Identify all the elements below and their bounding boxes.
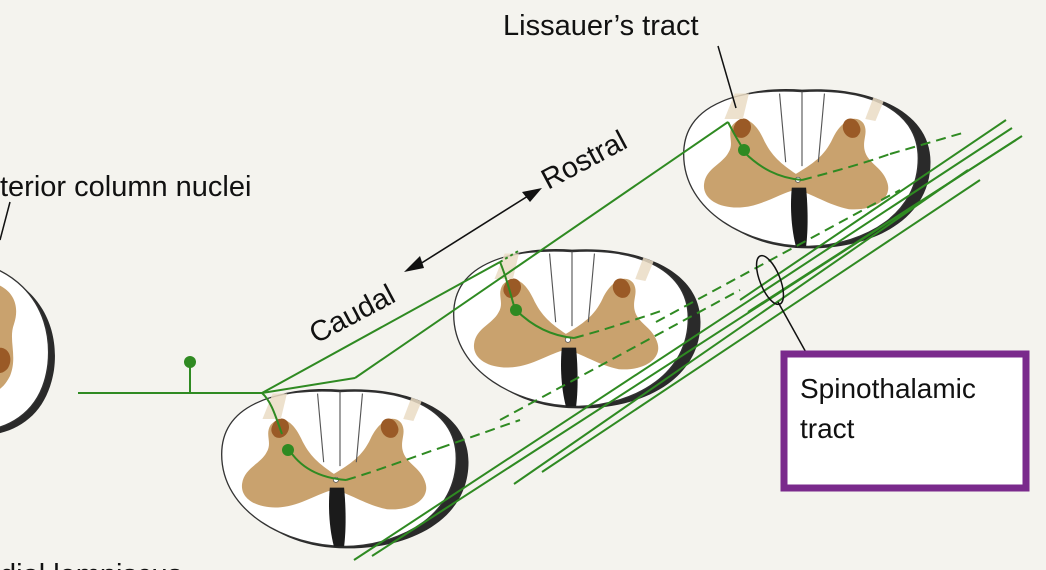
posterior-column-leader [0,201,11,241]
highlight-box [780,350,1030,492]
left-partial-cord [0,270,55,434]
spinothalamic-leader [777,301,809,357]
spinothalamic-label-line2: tract [800,413,855,444]
posterior-column-nuclei-label: terior column nuclei [0,171,251,203]
spinal-cord-section-middle [453,248,702,410]
spinal-cord-section-caudal [221,388,470,550]
caudal-label: Caudal [304,279,400,350]
spinothalamic-label-line1: Spinothalamic [800,373,976,404]
rostral-label: Rostral [536,125,632,196]
spinothalamic-tract-callout: Spinothalamic tract [780,350,1030,492]
spinal-cord-section-rostral [683,88,932,250]
medial-lemniscus-label: dial lemniscus [0,559,182,570]
neuron-dots [184,144,750,456]
afferent-fibers [78,119,1023,561]
rostral-caudal-arrow [404,188,542,272]
lissauer-tract-label: Lissauer’s tract [503,10,699,42]
lissauer-leader [717,45,737,109]
